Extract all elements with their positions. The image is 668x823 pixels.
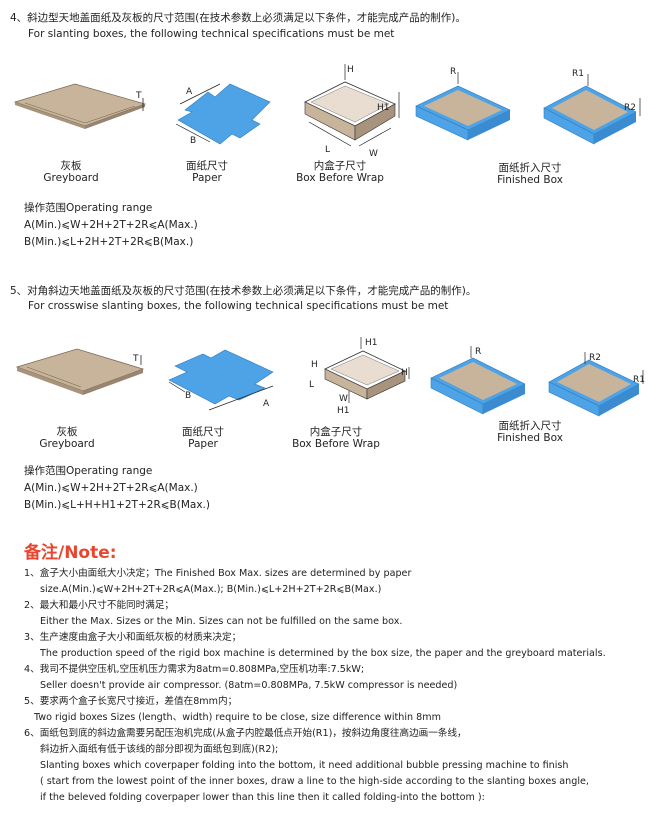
svg-text:A: A (263, 399, 270, 409)
note-line: 1、盒子大小由面纸大小决定；The Finished Box Max. size… (24, 568, 412, 579)
svg-text:R2: R2 (624, 103, 636, 113)
finished-box-diagram-5b: R2 R1 (548, 352, 645, 417)
svg-text:R1: R1 (572, 69, 584, 79)
note-line: 斜边折入面纸有低于该线的部分即视为面纸包到底)(R2); (40, 744, 279, 755)
note-line: Seller doesn't provide air compressor. (… (40, 680, 458, 691)
svg-text:L: L (309, 380, 314, 390)
greyboard-diagram-4: T (13, 83, 147, 129)
box-before-wrap-diagram-5: H1 H H L W H1 (309, 337, 410, 416)
note-list: 1、盒子大小由面纸大小决定；The Finished Box Max. size… (24, 566, 606, 806)
note-line: 5、要求两个盒子长宽尺寸接近，差值在8mm内； (24, 696, 238, 707)
svg-text:A: A (186, 87, 193, 97)
note-line: ( start from the lowest point of the inn… (40, 776, 589, 787)
note-line: The production speed of the rigid box ma… (40, 648, 606, 659)
svg-text:H: H (347, 65, 354, 75)
svg-text:R2: R2 (589, 353, 601, 363)
note-line: Two rigid boxes Sizes (length、width) req… (34, 712, 441, 723)
svg-text:B: B (190, 136, 196, 146)
svg-text:L: L (325, 145, 330, 155)
svg-text:H: H (311, 360, 318, 370)
svg-text:T: T (135, 91, 142, 101)
section5-heading: 5、对角斜边天地盖面纸及灰板的尺寸范围(在技术参数上必须满足以下条件，才能完成产… (10, 285, 477, 297)
note-line: 3、生产速度由盒子大小和面纸灰板的材质来决定； (24, 632, 242, 643)
note-line: 4、我司不提供空压机,空压机压力需求为8atm=0.808MPa,空压机功率:7… (24, 664, 365, 675)
finished-box-diagram-5a: R (430, 346, 526, 415)
svg-text:R: R (475, 347, 481, 357)
note-line: size.A(Min.)⩽W+2H+2T+2R⩽A(Max.); B(Min.)… (40, 584, 382, 595)
finished-box-diagram-4a: R (415, 67, 511, 141)
box-before-wrap-diagram-4: H H1 L W (304, 64, 400, 159)
note-line: Either the Max. Sizes or the Min. Sizes … (40, 616, 403, 627)
finished-box-diagram-4b: R1 R2 (543, 69, 641, 145)
svg-text:H1: H1 (377, 103, 390, 113)
operating-range-4: 操作范围Operating range A(Min.)⩽W+2H+2T+2R⩽A… (24, 202, 198, 248)
svg-text:B: B (185, 391, 191, 401)
operating-range-5: 操作范围Operating range A(Min.)⩽W+2H+2T+2R⩽A… (24, 465, 210, 511)
greyboard-diagram-5: T (15, 348, 145, 395)
svg-text:T: T (132, 354, 139, 364)
note-line: 2、最大和最小尺寸不能同时满足； (24, 600, 175, 611)
section5-subheading: For crosswise slanting boxes, the follow… (28, 300, 449, 312)
svg-text:R1: R1 (633, 375, 645, 385)
paper-diagram-4: A B (175, 83, 271, 146)
svg-text:H1: H1 (365, 338, 378, 348)
svg-text:R: R (450, 67, 456, 77)
svg-text:W: W (369, 149, 378, 159)
section4-subheading: For slanting boxes, the following techni… (28, 28, 395, 40)
svg-text:H: H (401, 368, 408, 378)
paper-diagram-5: B A (168, 349, 274, 411)
note-line: Slanting boxes which coverpaper folding … (40, 760, 569, 771)
note-line: if the beleved folding coverpaper lower … (40, 792, 485, 803)
note-line: 6、面纸包到底的斜边盒需要另配压泡机完成(从盒子内腔最低点开始(R1)，按斜边角… (24, 728, 467, 739)
svg-text:W: W (339, 394, 348, 404)
svg-text:H1: H1 (337, 406, 350, 416)
note-title: 备注/Note: (24, 543, 117, 563)
section4-heading: 4、斜边型天地盖面纸及灰板的尺寸范围(在技术参数上必须满足以下条件，才能完成产品… (10, 12, 466, 24)
